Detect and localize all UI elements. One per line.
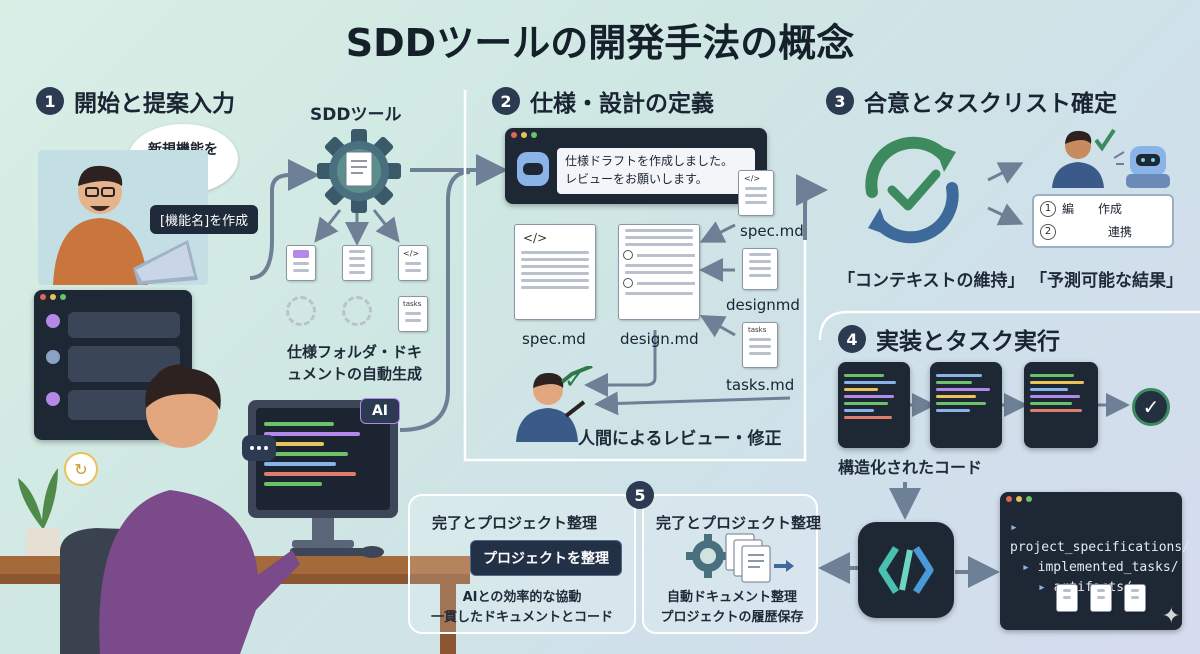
- create-feature-chip: [機能名]を作成: [150, 205, 259, 234]
- ai-message-bubble: 仕様ドラフトを作成しました。 レビューをお願いします。: [557, 148, 755, 194]
- side-spec-label: spec.md: [740, 222, 804, 240]
- generated-code-doc-icon: </>: [398, 245, 428, 281]
- ai-badge: AI: [360, 398, 400, 424]
- code-window: [930, 362, 1002, 448]
- chat-message: [68, 312, 180, 338]
- step3-number: 3: [826, 87, 854, 115]
- task-item-number: 2: [1040, 223, 1056, 240]
- human-review-caption: 人間によるレビュー・修正: [578, 429, 782, 449]
- task-item-text: 連携: [1108, 225, 1133, 239]
- step5-left-line2: 一貫したドキュメントとコード: [430, 609, 613, 625]
- step5-right-line1: 自動ドキュメント整理: [666, 590, 797, 605]
- step5-left-line1: AIとの効率的な協動: [462, 590, 582, 605]
- ai-message-line2: レビューをお願いします。: [565, 172, 708, 186]
- ai-message-window-bar: [505, 128, 767, 142]
- side-tasks-tag: tasks: [748, 326, 767, 334]
- developer-desk-illustration: [0, 363, 470, 654]
- tasks-tag: tasks: [403, 300, 422, 308]
- generated-doc-icon: [286, 245, 316, 281]
- structured-code-caption: 構造化されたコード: [838, 458, 983, 477]
- code-window: [838, 362, 910, 448]
- artifact-file-icon: [1124, 584, 1146, 612]
- typing-bubble-icon: [242, 435, 276, 461]
- side-design-label: designmd: [726, 296, 800, 314]
- side-spec-doc-icon: </>: [738, 170, 774, 216]
- gear-icon: [317, 129, 401, 213]
- tasks-doc-icon: tasks: [398, 296, 428, 332]
- step5-left-title: 完了とプロジェクト整理: [432, 514, 598, 532]
- design-doc-icon: [618, 224, 700, 320]
- step2-title: 仕様・設計の定義: [530, 91, 714, 117]
- sdd-tool-label: SDDツール: [310, 105, 402, 125]
- step1-title: 開始と提案入力: [74, 91, 235, 117]
- context-caption: 「コンテキストの維持」: [838, 271, 1025, 291]
- chat-window-bar: [34, 290, 192, 304]
- sdd-app-logo-icon: [858, 522, 954, 618]
- ai-message-window: 仕様ドラフトを作成しました。 レビューをお願いします。: [505, 128, 767, 204]
- folder-item[interactable]: ▸ implemented_tasks/: [1022, 560, 1179, 576]
- artifact-file-icon: [1090, 584, 1112, 612]
- reviewer-illustration: [516, 366, 593, 442]
- tool-caption: 仕様フォルダ・ドキ ュメントの自動生成: [287, 342, 422, 386]
- spec-doc-icon: </>: [514, 224, 596, 320]
- tool-caption-line2: ュメントの自動生成: [287, 364, 423, 383]
- user-at-laptop-illustration: [38, 150, 208, 285]
- approved-check-icon: ✓: [564, 366, 585, 394]
- predictable-caption: 「予測可能な結果」: [1030, 271, 1183, 291]
- artifact-file-icon: [1056, 584, 1078, 612]
- side-design-doc-icon: [742, 248, 778, 290]
- task-item-number: 1: [1040, 200, 1056, 217]
- step5-left-caption: AIとの効率的な協動 一貫したドキュメントとコード: [422, 588, 622, 627]
- task-list-item: 2 連携: [1040, 223, 1166, 240]
- chat-avatar-icon: [46, 314, 60, 328]
- design-file-label: design.md: [620, 330, 699, 348]
- step1-number: 1: [36, 87, 64, 115]
- file-tree-window-bar: [1000, 492, 1182, 506]
- robot-icon: [517, 152, 549, 186]
- sparkle-icon: ✦: [1162, 604, 1181, 629]
- loading-spinner-icon: [342, 296, 372, 326]
- step5-right-title: 完了とプロジェクト整理: [656, 514, 822, 532]
- file-tree-window: ▸ project_specifications/ ▸ implemented_…: [1000, 492, 1190, 630]
- sync-check-icon: [865, 136, 959, 244]
- ai-message-line1: 仕様ドラフトを作成しました。: [565, 154, 734, 168]
- step5-right-line2: プロジェクトの履歴保存: [660, 609, 804, 625]
- side-tasks-doc-icon: tasks: [742, 322, 778, 368]
- step5-right-caption: 自動ドキュメント整理 プロジェクトの履歴保存: [652, 588, 812, 627]
- step4-heading: 4 実装とタスク実行: [838, 322, 1060, 356]
- task-list-card: 1 編 作成 2 連携: [1032, 194, 1174, 248]
- chat-avatar-icon: [46, 392, 60, 406]
- code-tag: </>: [403, 249, 420, 258]
- side-tasks-label: tasks.md: [726, 376, 795, 394]
- tool-caption-line1: 仕様フォルダ・ドキ: [287, 343, 423, 361]
- step1-heading: 1 開始と提案入力: [36, 84, 235, 118]
- code-window: [1024, 362, 1098, 448]
- gear-documents-icon: [686, 533, 794, 583]
- organize-project-button[interactable]: プロジェクトを整理: [470, 540, 622, 576]
- step3-heading: 3 合意とタスクリスト確定: [826, 84, 1117, 118]
- refresh-icon: ↻: [64, 452, 98, 486]
- step3-title: 合意とタスクリスト確定: [864, 91, 1117, 117]
- folder-item[interactable]: ▸ project_specifications/: [1010, 520, 1191, 556]
- task-list-item: 1 編 作成: [1040, 200, 1166, 217]
- side-code-tag: </>: [744, 174, 761, 183]
- step4-number: 4: [838, 325, 866, 353]
- step5-number: 5: [626, 481, 654, 509]
- human-ai-agreement-illustration: [1052, 128, 1170, 188]
- step2-number: 2: [492, 87, 520, 115]
- complete-check-icon: ✓: [1132, 388, 1170, 426]
- spec-file-label: spec.md: [522, 330, 586, 348]
- step4-title: 実装とタスク実行: [876, 329, 1060, 355]
- step2-heading: 2 仕様・設計の定義: [492, 84, 714, 118]
- loading-spinner-icon: [286, 296, 316, 326]
- page-title: SDDツールの開発手法の概念: [345, 21, 855, 65]
- task-item-text: 編 作成: [1062, 202, 1123, 216]
- generated-doc-icon: [342, 245, 372, 281]
- spec-code-tag: </>: [523, 231, 548, 245]
- chat-avatar-icon: [46, 350, 60, 364]
